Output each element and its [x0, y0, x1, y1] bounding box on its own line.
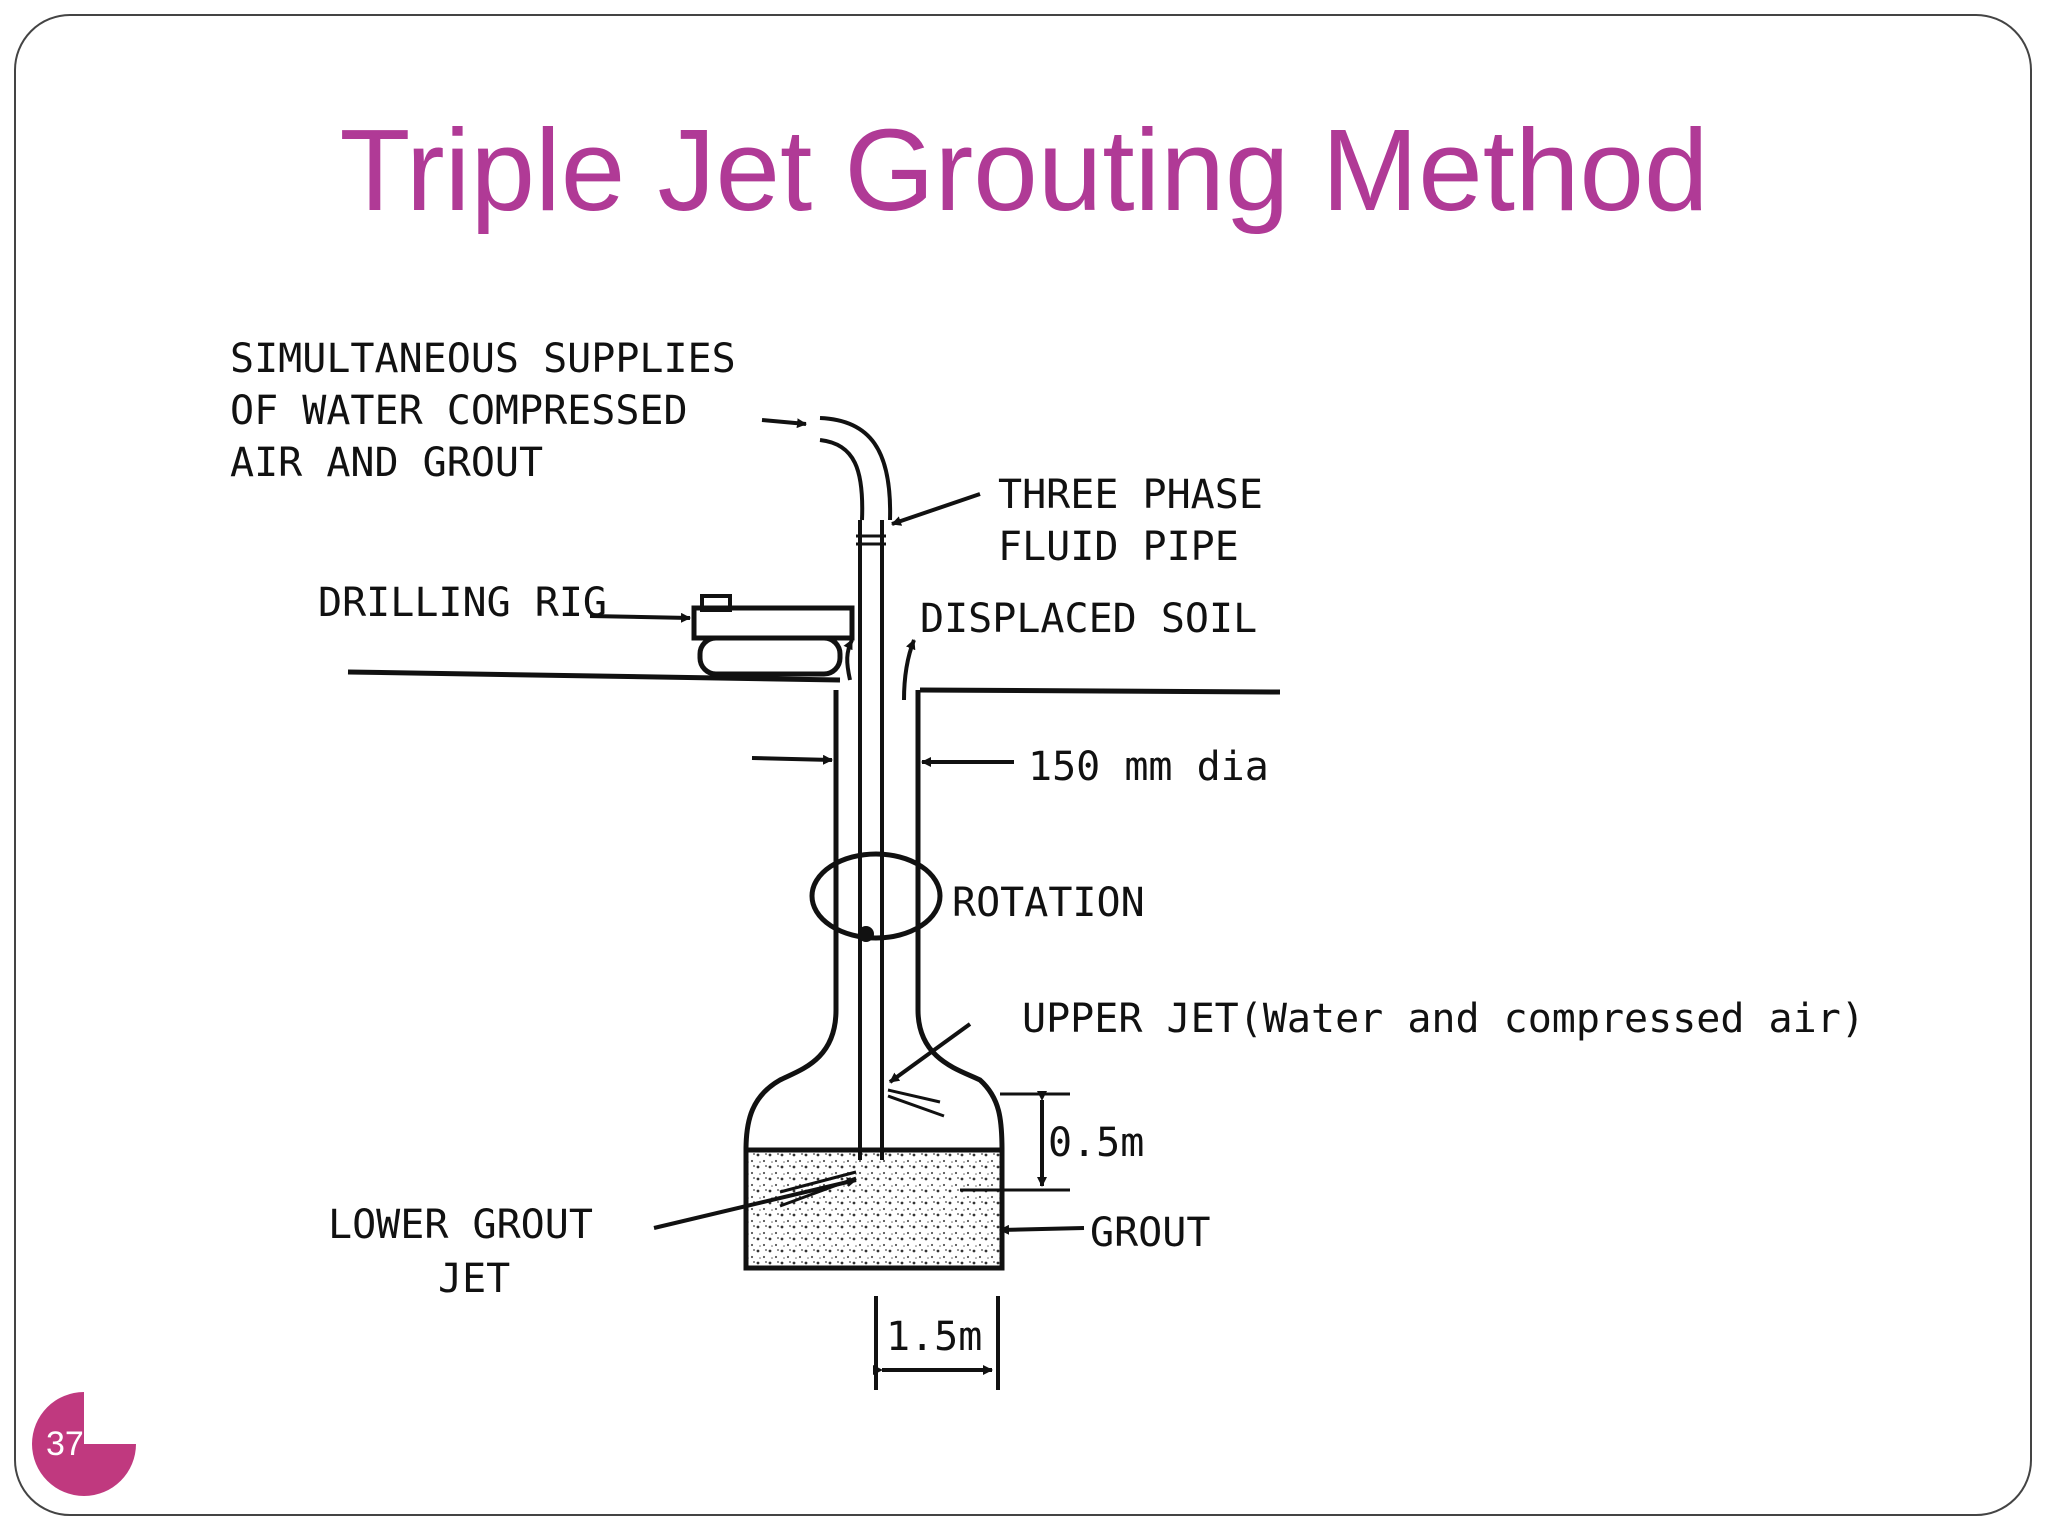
label-diameter: 150 mm dia [1028, 744, 1269, 790]
label-grout: GROUT [1090, 1210, 1210, 1256]
ground-line [347, 669, 1281, 695]
label-supplies-3: AIR AND GROUT [230, 440, 543, 486]
half-meter-dimension [960, 1091, 1070, 1192]
label-upper-jet: UPPER JET(Water and compressed air) [1022, 996, 1865, 1042]
slide-frame [14, 14, 2032, 1516]
label-drilling-rig: DRILLING RIG [318, 580, 607, 626]
label-fluid-pipe-1: THREE PHASE [998, 472, 1263, 518]
rotation-ellipse [809, 851, 943, 941]
dia-arrow-left [751, 754, 833, 765]
lower-jet-spray [779, 1170, 857, 1208]
grout-zone [743, 1147, 1005, 1271]
label-lower-jet-2: JET [438, 1256, 510, 1302]
label-half-meter: 0.5m [1048, 1120, 1144, 1166]
grout-arrow [999, 1224, 1085, 1235]
drilling-rig [691, 594, 855, 677]
label-width: 1.5m [886, 1314, 982, 1360]
fluid-pipe-arrow [891, 492, 981, 526]
label-lower-jet-1: LOWER GROUT [328, 1202, 593, 1248]
page-number-badge-cutout [84, 1392, 136, 1444]
label-fluid-pipe-2: FLUID PIPE [998, 524, 1239, 570]
drilling-rig-arrow [589, 612, 691, 623]
label-supplies-1: SIMULTANEOUS SUPPLIES [230, 336, 736, 382]
displaced-soil-arrow-left [843, 639, 854, 681]
label-rotation: ROTATION [952, 880, 1145, 926]
lower-jet-arrow [653, 1177, 857, 1230]
label-displaced-soil: DISPLACED SOIL [920, 596, 1257, 642]
page-number: 37 [46, 1425, 84, 1463]
upper-jet-arrow [888, 1022, 972, 1084]
borehole-column [743, 690, 1005, 1268]
width-dimension [873, 1296, 1000, 1390]
slide-title: Triple Jet Grouting Method [339, 105, 1709, 235]
supplies-arrow [761, 418, 807, 429]
label-supplies-2: OF WATER COMPRESSED [230, 388, 688, 434]
upper-jet-spray [887, 1088, 945, 1118]
three-phase-fluid-pipe [819, 416, 893, 1160]
displaced-soil-arrow-right [902, 639, 916, 701]
